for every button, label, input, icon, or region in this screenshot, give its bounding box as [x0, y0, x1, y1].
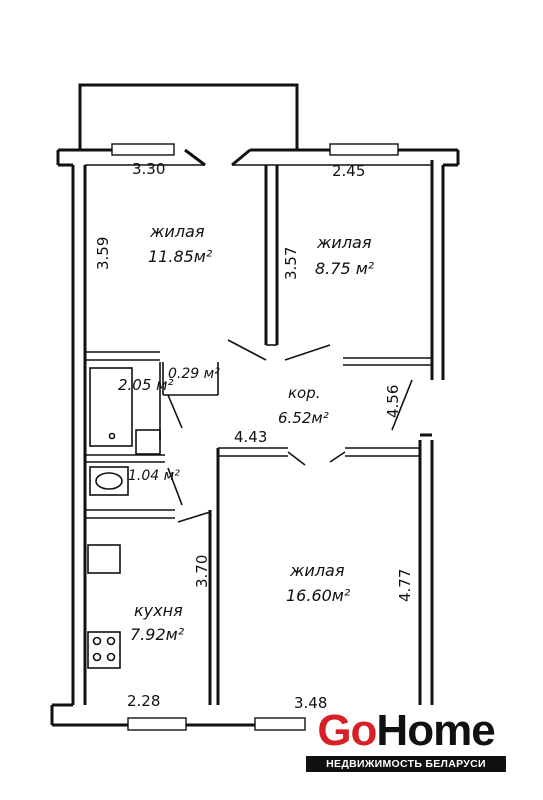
room-area: 11.85м²	[148, 247, 213, 266]
dimension-label: 4.77	[396, 569, 414, 602]
room-area: 16.60м²	[286, 586, 351, 605]
room-name: кухня	[134, 601, 183, 620]
fixtures	[87, 367, 161, 669]
dimension-label: 3.59	[94, 237, 112, 270]
room-name: жилая	[316, 233, 372, 252]
dimension-label: 2.28	[127, 692, 160, 710]
dimension-label: 4.43	[234, 428, 267, 446]
washing-machine-icon	[135, 429, 161, 455]
counter-icon	[87, 544, 121, 574]
room-area: 7.92м²	[130, 625, 185, 644]
windows	[111, 143, 399, 731]
room-labels: жилая 11.85м² жилая 8.75 м² 2.05 м² 0.29…	[118, 222, 375, 644]
logo-home: Home	[376, 706, 495, 755]
room-area: 2.05 м²	[118, 376, 174, 394]
room-area: 0.29 м²	[168, 366, 220, 382]
room-name: кор.	[288, 384, 321, 402]
dimension-label: 3.57	[282, 247, 300, 280]
bathtub-icon	[89, 367, 133, 447]
logo-tagline: НЕДВИЖИМОСТЬ БЕЛАРУСИ	[306, 756, 506, 772]
stove-icon	[87, 631, 121, 669]
balcony	[78, 83, 299, 150]
sink-icon	[89, 466, 129, 496]
room-area: 1.04 м²	[128, 468, 180, 484]
dimension-labels: 3.30 2.45 3.59 3.57 4.56 4.43 3.70 4.77 …	[94, 160, 414, 712]
dimension-label: 2.45	[332, 162, 365, 180]
partitions	[85, 164, 432, 705]
room-name: жилая	[149, 222, 205, 241]
dimension-label: 3.70	[193, 555, 211, 588]
dimension-label: 3.30	[132, 160, 165, 178]
dimension-label: 4.56	[384, 385, 402, 418]
logo-go: Go	[317, 706, 377, 755]
outer-walls	[50, 148, 460, 727]
room-area: 6.52м²	[278, 409, 329, 427]
gohome-logo: GoHome НЕДВИЖИМОСТЬ БЕЛАРУСИ	[306, 708, 506, 776]
room-name: жилая	[289, 561, 345, 580]
dimension-label: 3.48	[294, 694, 327, 712]
room-area: 8.75 м²	[315, 259, 375, 278]
logo-wordmark: GoHome	[306, 708, 506, 754]
